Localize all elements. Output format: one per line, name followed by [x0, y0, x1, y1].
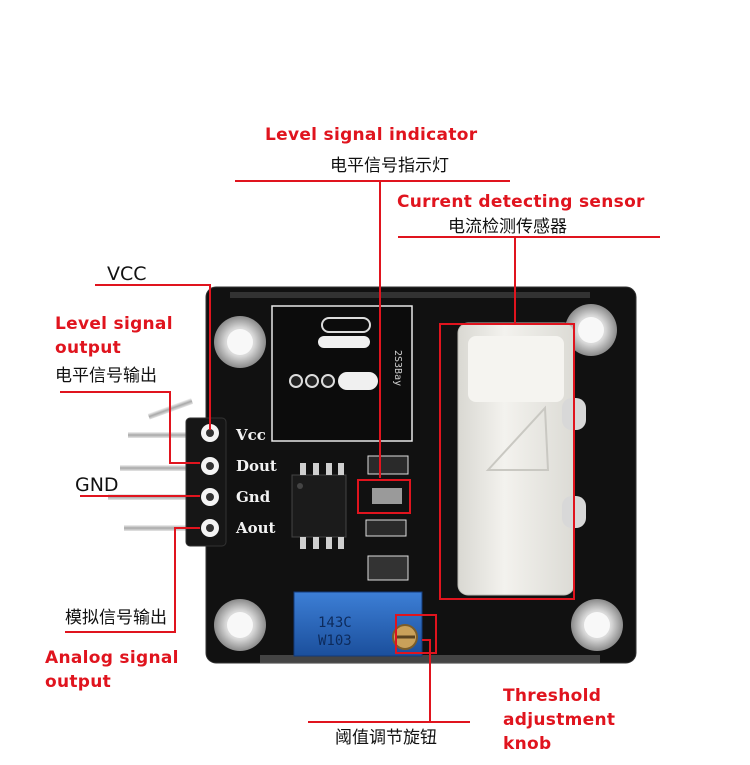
potentiometer: [293, 591, 423, 657]
vcc-label: VCC: [107, 263, 147, 285]
current-sensor-highlight: [439, 323, 575, 600]
pin-label-gnd: Gnd: [236, 488, 271, 506]
pin-label-vcc: Vcc: [235, 426, 266, 444]
level-output-label-zh: 电平信号输出: [55, 366, 157, 386]
level-indicator-label-zh: 电平信号指示灯: [330, 156, 449, 176]
pin-label-dout: Dout: [236, 457, 277, 475]
potentiometer-highlight: [395, 614, 437, 654]
threshold-label-en-2: adjustment: [503, 710, 616, 730]
current-sensor-label-zh: 电流检测传感器: [448, 217, 567, 237]
gnd-label: GND: [75, 474, 119, 496]
threshold-label-en-1: Threshold: [503, 686, 602, 706]
analog-output-label-en-2: output: [45, 672, 112, 692]
mounting-hole-top-right: [565, 304, 617, 356]
pin-label-aout: Aout: [235, 519, 276, 537]
threshold-label-zh: 阈值调节旋钮: [335, 728, 437, 748]
relay-marking: 2S3Bay: [392, 350, 403, 386]
ic-chip: [291, 463, 347, 549]
pot-marking-1: 143C: [318, 615, 352, 631]
level-indicator-label-en: Level signal indicator: [265, 125, 478, 145]
header-pins: [108, 398, 227, 547]
mounting-hole-bottom-right: [571, 599, 623, 651]
current-sensor-label-en: Current detecting sensor: [397, 192, 645, 212]
mounting-hole-bottom-left: [214, 599, 266, 651]
smd-components: [365, 455, 409, 581]
current-sensor-body: [457, 322, 586, 596]
mounting-hole-top-left: [214, 316, 266, 368]
level-indicator-highlight: [357, 479, 411, 514]
analog-output-label-zh: 模拟信号输出: [65, 608, 167, 628]
pot-marking-2: W103: [318, 633, 352, 649]
callout-lines: [60, 180, 660, 723]
threshold-label-en-3: knob: [503, 734, 552, 754]
level-output-label-en-1: Level signal: [55, 314, 173, 334]
relay-component: [271, 305, 413, 442]
analog-output-label-en-1: Analog signal: [45, 648, 179, 668]
level-output-label-en-2: output: [55, 338, 122, 358]
